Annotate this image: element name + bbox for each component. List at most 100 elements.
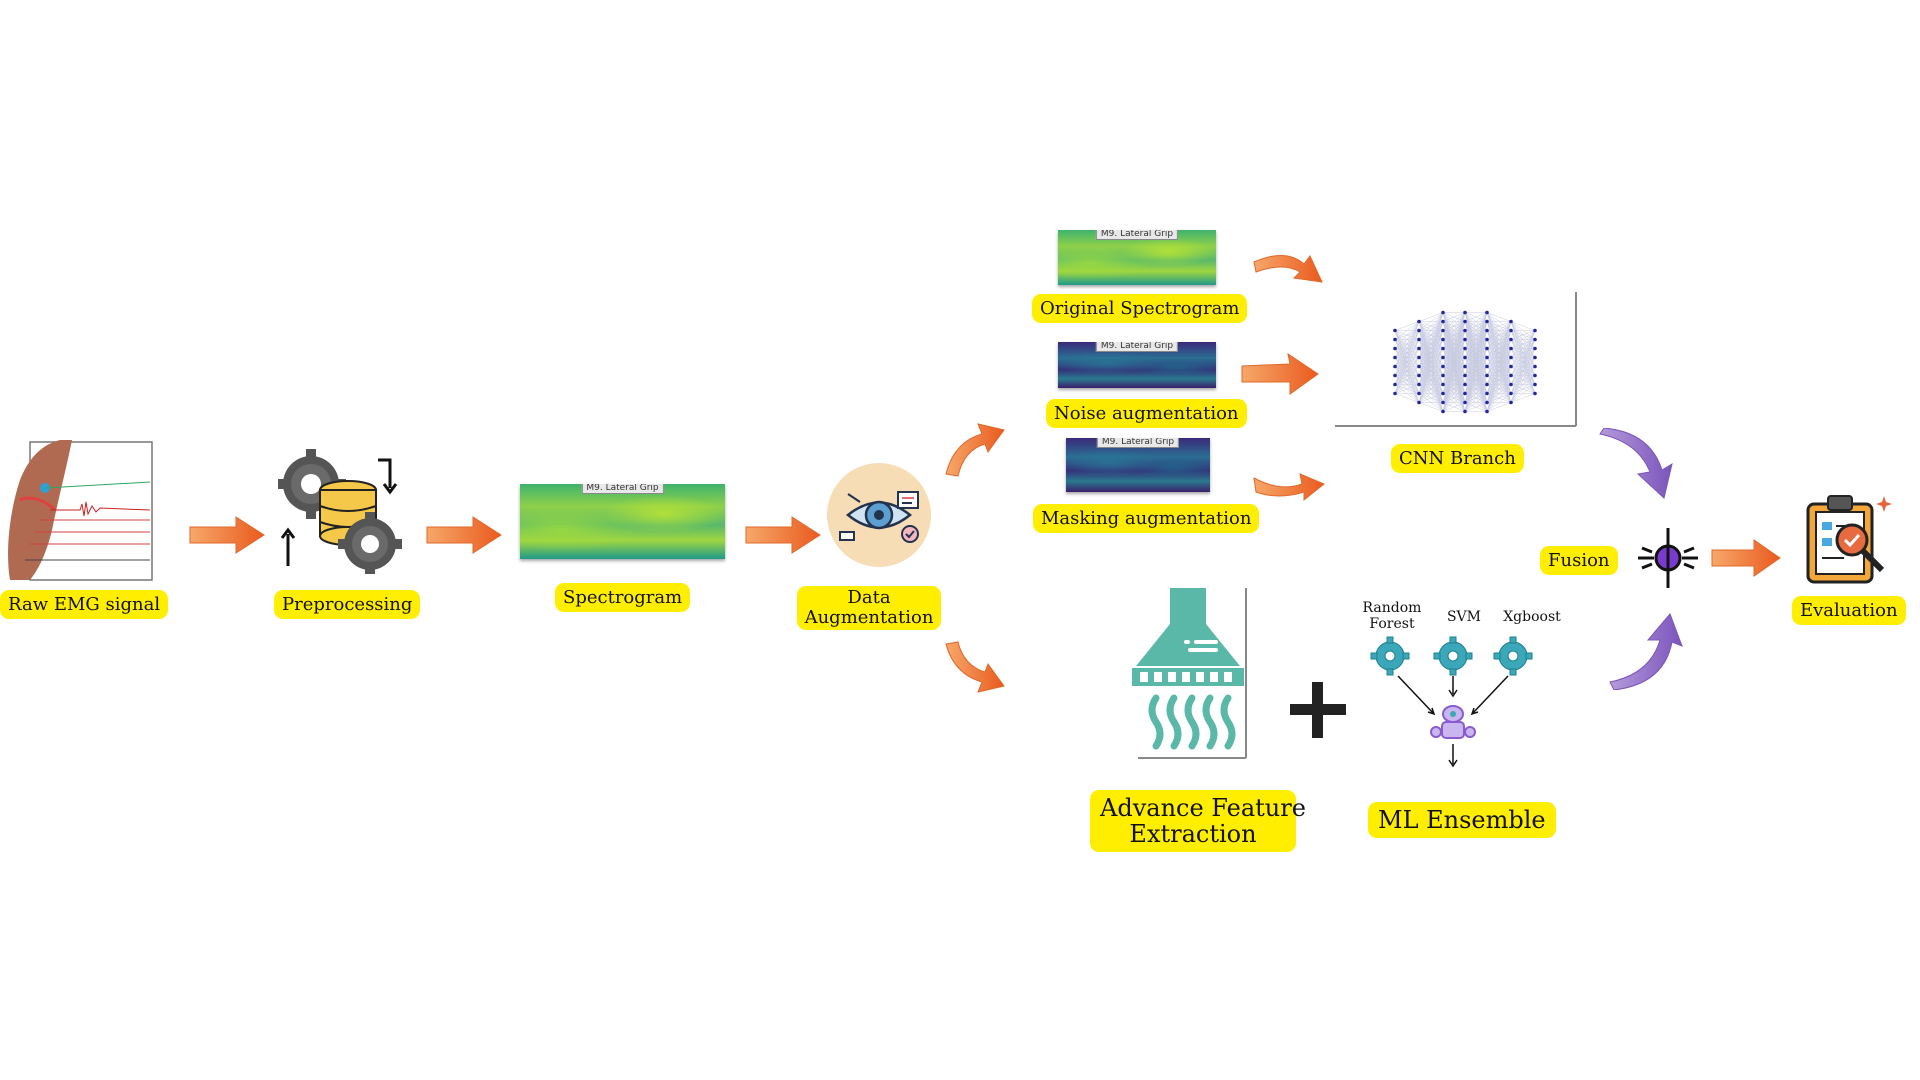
ml-ensemble-label: ML Ensemble bbox=[1368, 802, 1556, 838]
nn-edge bbox=[1464, 312, 1488, 358]
nn-node bbox=[1463, 382, 1467, 387]
nn-edge bbox=[1418, 312, 1444, 358]
filter-extraction-icon bbox=[1132, 588, 1247, 759]
ensemble-figure bbox=[1368, 634, 1548, 774]
nn-node bbox=[1485, 400, 1489, 405]
nn-edge bbox=[1442, 375, 1466, 412]
cnn-branch-label: CNN Branch bbox=[1391, 444, 1524, 473]
nn-node bbox=[1417, 400, 1421, 405]
nn-edge bbox=[1418, 348, 1444, 403]
nn-node bbox=[1441, 364, 1445, 369]
nn-edge bbox=[1486, 384, 1512, 412]
data-augmentation-figure bbox=[826, 462, 932, 568]
nn-edge bbox=[1464, 312, 1488, 322]
nn-edge bbox=[1394, 348, 1420, 394]
nn-edge bbox=[1418, 312, 1444, 340]
nn-edge bbox=[1442, 357, 1466, 412]
nn-node bbox=[1509, 355, 1513, 360]
nn-node bbox=[1393, 364, 1397, 369]
nn-edge bbox=[1486, 312, 1512, 322]
noise-augmentation-label: Noise augmentation bbox=[1046, 399, 1247, 428]
spectrogram-label: Spectrogram bbox=[555, 583, 691, 612]
nn-edge bbox=[1442, 312, 1466, 340]
nn-node bbox=[1485, 373, 1489, 378]
nn-edge bbox=[1418, 393, 1444, 403]
nn-node bbox=[1417, 391, 1421, 396]
nn-node bbox=[1417, 319, 1421, 324]
original-spectrogram-tag: M9. Lateral Grip bbox=[1095, 230, 1179, 240]
arm-emg-icon bbox=[8, 440, 153, 581]
nn-node bbox=[1393, 346, 1397, 351]
nn-edge bbox=[1418, 339, 1444, 403]
random-forest-label-line1: Random bbox=[1362, 600, 1422, 616]
nn-node bbox=[1393, 328, 1397, 333]
nn-edge bbox=[1464, 312, 1488, 349]
nn-edge bbox=[1418, 312, 1444, 394]
nn-edge bbox=[1442, 312, 1466, 412]
nn-node bbox=[1417, 337, 1421, 342]
nn-edge bbox=[1510, 330, 1536, 394]
nn-edge bbox=[1486, 375, 1512, 412]
nn-node bbox=[1533, 337, 1537, 342]
nn-edge bbox=[1418, 321, 1444, 403]
nn-node bbox=[1441, 382, 1445, 387]
feature-extraction-label-line1: Advance Feature bbox=[1100, 794, 1306, 822]
nn-edge bbox=[1486, 321, 1512, 358]
evaluation-label: Evaluation bbox=[1792, 596, 1906, 625]
nn-edge bbox=[1510, 393, 1536, 403]
nn-edge bbox=[1486, 321, 1512, 394]
nn-edge bbox=[1418, 312, 1444, 385]
nn-node bbox=[1393, 391, 1397, 396]
nn-edge bbox=[1464, 339, 1488, 412]
nn-node bbox=[1533, 328, 1537, 333]
nn-edge bbox=[1486, 321, 1512, 385]
plus-icon bbox=[1288, 680, 1348, 740]
nn-edge bbox=[1394, 384, 1420, 394]
nn-edge bbox=[1510, 330, 1536, 358]
nn-edge bbox=[1394, 321, 1420, 367]
nn-edge bbox=[1510, 375, 1536, 403]
arrow-raw-to-preprocessing bbox=[189, 516, 265, 554]
nn-edge bbox=[1418, 357, 1444, 403]
nn-node bbox=[1463, 346, 1467, 351]
nn-edge bbox=[1394, 357, 1420, 394]
nn-edge bbox=[1418, 312, 1444, 403]
nn-node bbox=[1485, 382, 1489, 387]
random-forest-label-line2: Forest bbox=[1369, 616, 1415, 632]
nn-node bbox=[1463, 310, 1467, 315]
nn-edge bbox=[1418, 312, 1444, 367]
nn-edge bbox=[1486, 330, 1512, 412]
nn-edge bbox=[1442, 312, 1466, 322]
nn-edge bbox=[1442, 312, 1466, 367]
nn-edge bbox=[1486, 393, 1512, 412]
nn-node bbox=[1533, 355, 1537, 360]
nn-node bbox=[1485, 328, 1489, 333]
nn-edge bbox=[1486, 321, 1512, 403]
nn-node bbox=[1463, 373, 1467, 378]
nn-edge bbox=[1510, 330, 1536, 376]
evaluation-figure bbox=[1800, 490, 1896, 586]
nn-node bbox=[1463, 355, 1467, 360]
nn-edge bbox=[1442, 330, 1466, 412]
nn-node bbox=[1533, 382, 1537, 387]
nn-edge bbox=[1486, 321, 1512, 376]
gear-icon-svm bbox=[1433, 636, 1473, 676]
nn-node bbox=[1393, 373, 1397, 378]
noise-augmentation-image: M9. Lateral Grip bbox=[1058, 342, 1216, 388]
nn-edge bbox=[1394, 375, 1420, 394]
arrow-cnn-to-fusion bbox=[1599, 428, 1673, 499]
nn-node bbox=[1509, 337, 1513, 342]
nn-edge bbox=[1464, 357, 1488, 412]
nn-edge bbox=[1418, 330, 1444, 403]
preprocessing-figure bbox=[276, 448, 406, 576]
nn-node bbox=[1485, 319, 1489, 324]
arrow-ml-to-fusion bbox=[1609, 613, 1683, 690]
original-spectrogram-image: M9. Lateral Grip bbox=[1058, 230, 1216, 285]
arrow-masking-to-cnn bbox=[1253, 473, 1325, 502]
ensemble-model-names: Random Forest SVM Xgboost bbox=[1352, 600, 1572, 640]
nn-node bbox=[1533, 391, 1537, 396]
svm-label: SVM bbox=[1446, 609, 1482, 625]
nn-edge bbox=[1418, 402, 1444, 412]
nn-edge bbox=[1394, 321, 1420, 385]
nn-edge bbox=[1418, 312, 1444, 331]
